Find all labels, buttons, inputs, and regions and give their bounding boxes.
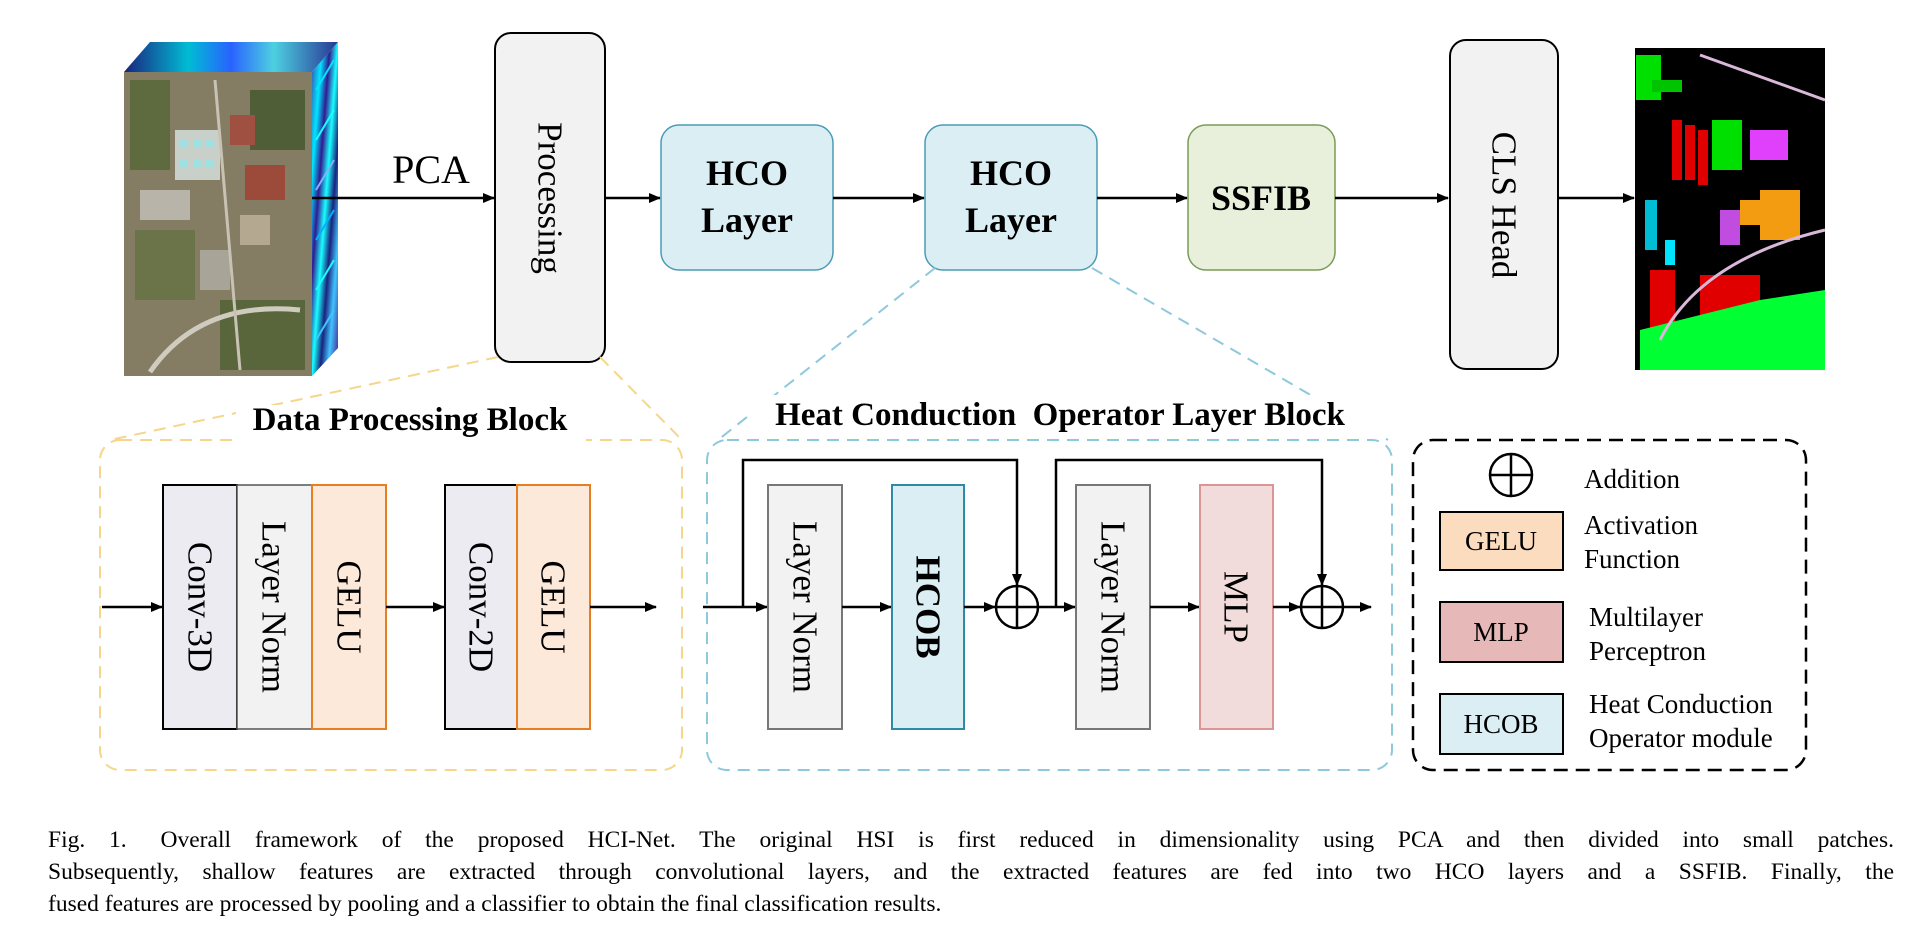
addition-symbol-1 [994, 584, 1040, 630]
legend-mlp-desc-2: Perceptron [1589, 636, 1706, 666]
legend-hcob-desc-1: Heat Conduction [1589, 689, 1773, 719]
layer-norm-label-dp: Layer Norm [255, 521, 294, 693]
aerial-image-details [124, 72, 312, 376]
legend-addition-symbol [1488, 452, 1534, 498]
ssfib-box: SSFIB [1187, 124, 1336, 271]
layer-norm-label-hco-1: Layer Norm [786, 521, 825, 693]
zoom-line-processing-right [599, 356, 683, 441]
classification-map-output [1635, 48, 1826, 370]
legend-mlp-box [1439, 601, 1564, 663]
hco-layer-block-title: Heat Conduction Operator Layer Block [775, 397, 1345, 433]
hco-layer-box-1: HCO Layer [660, 124, 834, 271]
caption-line-2: Subsequently, shallow features are extra… [48, 859, 1894, 885]
legend-addition-label: Addition [1584, 464, 1681, 494]
hco-layer-2-line-2: Layer [965, 200, 1057, 240]
layer-norm-box-hco-2 [1075, 484, 1151, 730]
hcob-box [891, 484, 965, 730]
skip-connection-1 [741, 458, 1022, 607]
caption-line-1-text: Overall framework of the proposed HCI-Ne… [160, 827, 1895, 853]
framework-diagram: PCA Processing HCO Layer HCO Layer SSFIB… [99, 32, 1826, 772]
legend: Addition GELU Activation Function MLP Mu… [1411, 438, 1808, 772]
layer-norm-box-hco-1 [767, 484, 843, 730]
layer-norm-box-dp [236, 484, 313, 730]
legend-hcob-box [1439, 693, 1564, 755]
legend-hcob-box-label: HCOB [1463, 709, 1538, 739]
legend-gelu-desc-1: Activation [1584, 510, 1698, 540]
pca-label: PCA [392, 147, 470, 192]
gelu-label-1: GELU [330, 560, 369, 653]
skip-connection-2 [1054, 458, 1327, 607]
mlp-label: MLP [1217, 571, 1256, 643]
cube-top-face [124, 42, 338, 72]
caption-fig-label: Fig. 1. [48, 827, 127, 853]
caption-line-3: fused features are processed by pooling … [48, 891, 942, 917]
conv2d-box [444, 484, 518, 730]
hco-layer-box-2: HCO Layer [924, 124, 1098, 271]
addition-symbol-2 [1299, 584, 1345, 630]
legend-hcob-desc-2: Operator module [1589, 723, 1773, 753]
figure-caption: Fig. 1. Overall framework of the propose… [48, 824, 1894, 920]
hco-layer-1-line-1: HCO [706, 153, 788, 193]
legend-gelu-box-label: GELU [1465, 526, 1537, 556]
hco-layer-block: Heat Conduction Operator Layer Block Lay… [703, 395, 1393, 771]
caption-line-1: Fig. 1. Overall framework of the propose… [48, 824, 1894, 856]
legend-mlp-box-label: MLP [1473, 617, 1529, 647]
cls-head-box: CLS Head [1449, 39, 1559, 370]
cube-side-face [312, 42, 338, 376]
conv2d-label: Conv-2D [462, 542, 501, 672]
legend-gelu-box [1439, 511, 1564, 571]
cls-head-label: CLS Head [1485, 132, 1524, 279]
data-processing-block-title: Data Processing Block [253, 402, 568, 438]
processing-label: Processing [531, 122, 570, 274]
hco-layer-2-line-1: HCO [970, 153, 1052, 193]
gelu-box-2 [516, 484, 591, 730]
data-processing-block: Data Processing Block Conv-3D Layer Norm… [99, 402, 683, 771]
ssfib-label: SSFIB [1211, 178, 1311, 218]
legend-gelu-desc-2: Function [1584, 544, 1681, 574]
legend-mlp-desc-1: Multilayer [1589, 602, 1703, 632]
gelu-box-1 [311, 484, 387, 730]
processing-box: Processing [494, 32, 606, 363]
gelu-label-2: GELU [534, 560, 573, 653]
hcob-label: HCOB [909, 555, 948, 658]
hsi-input-cube [124, 42, 338, 376]
hco-layer-1-line-2: Layer [701, 200, 793, 240]
zoom-line-processing-left [109, 356, 499, 441]
layer-norm-label-hco-2: Layer Norm [1094, 521, 1133, 693]
cube-side-stripes [315, 59, 335, 341]
conv3d-label: Conv-3D [181, 542, 220, 672]
